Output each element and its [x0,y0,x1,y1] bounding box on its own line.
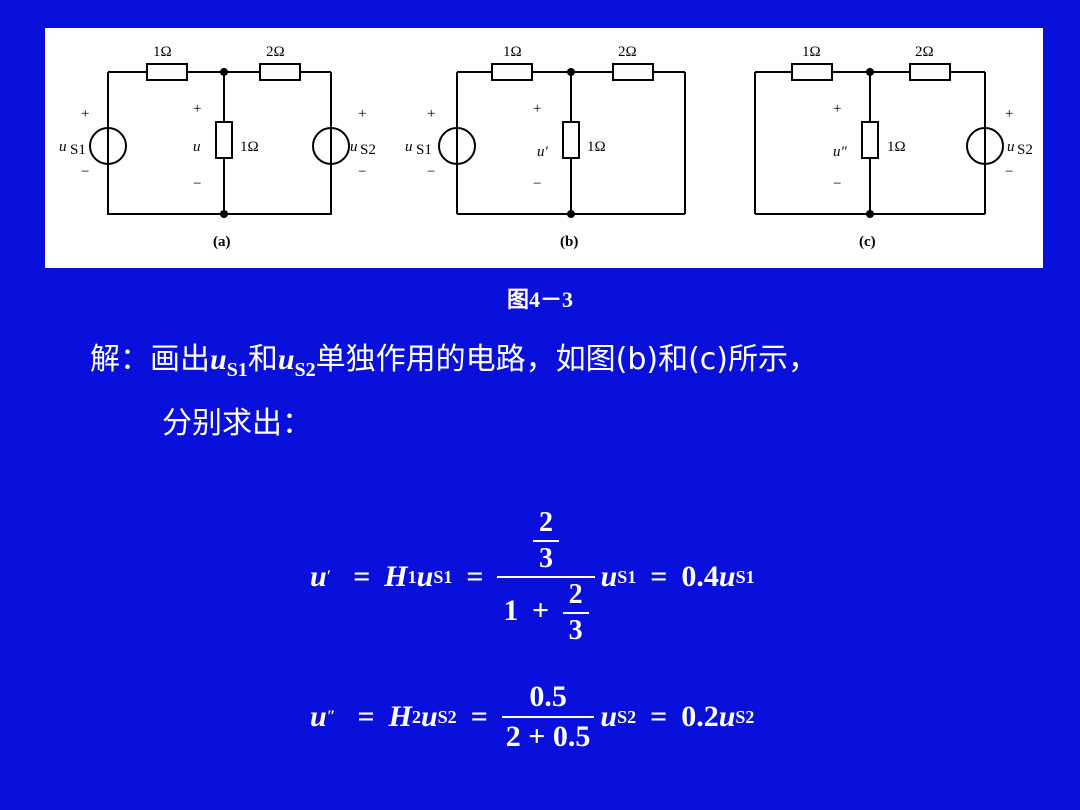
a-src2-label: u [350,139,358,155]
circuit-a [89,63,350,215]
a-u-label: u [193,139,201,155]
a-u-minus: − [193,176,201,192]
a-r-left-label: 1Ω [153,44,172,60]
solution-prefix: 解：画出 [90,342,210,377]
eq1-den-plus: + [531,593,550,627]
solution-rest: 单独作用的电路，如图(b)和(c)所示， [315,342,818,377]
eq2-u-3: u [718,700,736,733]
b-src-plus: + [427,106,435,122]
a-src1-plus: + [81,106,89,122]
c-u-plus: + [833,101,841,117]
eq1-den-one: 1 [503,593,519,627]
eq2-equals-2: = [470,700,488,733]
a-src2-sub: S2 [360,142,376,158]
eq2-lhs: u [310,700,327,733]
solution-line-1: 解：画出uS1和uS2单独作用的电路，如图(b)和(c)所示， [90,334,818,382]
b-r-left-label: 1Ω [503,44,522,60]
node-dots [220,68,874,218]
eq2-prime: ″ [326,708,336,725]
eq1-equals-3: = [650,560,668,593]
b-u-label: u′ [537,144,549,160]
eq1-inner-den-2: 3 [568,615,583,646]
a-src1-label: u [59,139,67,155]
a-src2-plus: + [358,106,366,122]
eq1-H: H [384,560,408,593]
a-r-right-label: 2Ω [266,44,285,60]
eq2-equals-3: = [650,700,668,733]
c-r-left-label: 1Ω [802,44,821,60]
eq2-u-2: u [600,700,618,733]
eq1-inner-num-2: 2 [562,578,589,614]
eq2-u: u [420,700,438,733]
eq2-num: 0.5 [501,678,595,718]
eq1-u: u [416,560,434,593]
b-r-right-label: 2Ω [618,44,637,60]
eq2-u-sub-3: S2 [735,706,755,727]
sub-s2: S2 [294,359,316,381]
b-src-label: u [405,139,413,155]
c-src-minus: − [1005,164,1013,180]
a-src1-minus: − [81,164,89,180]
c-u-minus: − [833,176,841,192]
a-caption: (a) [213,234,231,250]
b-src-sub: S1 [416,142,432,158]
c-r-right-label: 2Ω [915,44,934,60]
eq2-u-sub-2: S2 [617,706,637,727]
eq1-u-sub-3: S1 [735,566,755,587]
eq1-u-sub: S1 [433,566,453,587]
eq2-fraction: 0.5 2 + 0.5 [501,678,595,756]
eq2-u-sub: S2 [437,706,457,727]
a-u-plus: + [193,101,201,117]
var-u-2: u [277,343,295,376]
eq1-lhs: u [310,560,327,593]
solution-line-2: 分别求出： [162,406,312,441]
eq1-result: 0.4 [681,560,719,593]
eq1-u-3: u [718,560,736,593]
b-src-minus: − [427,164,435,180]
b-u-minus: − [533,176,541,192]
circuit-diagrams: 1Ω 2Ω 1Ω u + − + − u S1 + − u S2 (a) 1Ω … [59,44,1033,250]
a-src2-minus: − [358,164,366,180]
sub-s1: S1 [226,359,248,381]
eq2-H-sub: 2 [411,706,421,727]
eq2-den: 2 + 0.5 [505,720,591,753]
b-r-mid-label: 1Ω [587,139,606,155]
eq1-u-2: u [600,560,618,593]
eq1-H-sub: 1 [407,566,417,587]
c-r-mid-label: 1Ω [887,139,906,155]
c-src-plus: + [1005,106,1013,122]
and-text: 和 [247,342,278,377]
eq1-prime: ′ [326,568,332,585]
a-r-mid-label: 1Ω [240,139,259,155]
c-caption: (c) [859,234,876,250]
circuit-c [754,63,1004,215]
circuit-figure: 1Ω 2Ω 1Ω u + − + − u S1 + − u S2 (a) 1Ω … [45,28,1043,268]
eq1-inner-den: 3 [539,543,553,574]
eq1-inner-num: 2 [533,506,559,542]
figure-caption: 图4－3 [506,287,573,312]
b-u-plus: + [533,101,541,117]
c-u-label: u″ [833,144,848,160]
a-src1-sub: S1 [70,142,86,158]
eq2-H: H [388,700,412,733]
c-src-label: u [1007,139,1015,155]
eq1-equals-1: = [353,560,371,593]
b-caption: (b) [560,234,578,250]
eq1-u-sub-2: S1 [617,566,637,587]
var-u: u [210,343,227,376]
c-src-sub: S2 [1017,142,1033,158]
eq1-equals-2: = [466,560,484,593]
circuit-b [438,63,686,215]
eq2-result: 0.2 [681,700,719,733]
eq2-equals-1: = [357,700,375,733]
